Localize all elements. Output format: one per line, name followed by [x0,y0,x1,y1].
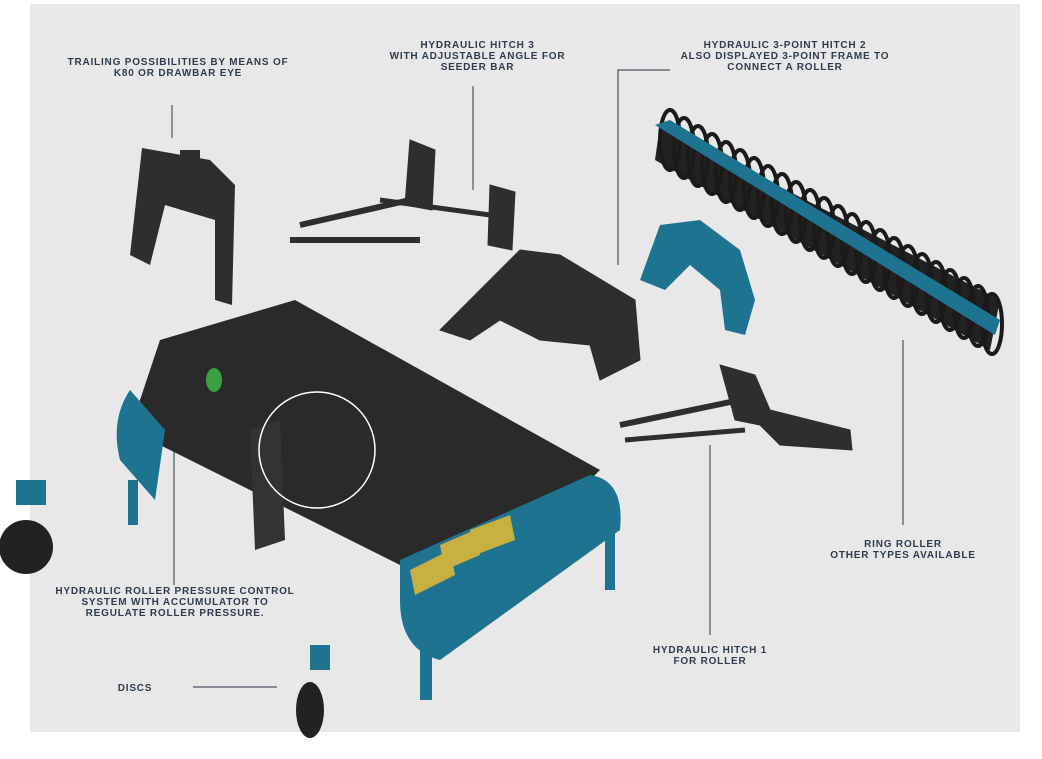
label-ring-roller: RING ROLLER OTHER TYPES AVAILABLE [820,539,986,561]
label-trailing: TRAILING POSSIBILITIES BY MEANS OF K80 O… [62,57,294,79]
ring-roller-part [655,108,1004,356]
label-hitch-1: HYDRAULIC HITCH 1 FOR ROLLER [640,645,780,667]
blue-hitch-part [640,220,755,335]
label-line: SYSTEM WITH ACCUMULATOR TO [81,597,269,608]
label-line: HYDRAULIC HITCH 3 [420,40,535,51]
hitch-3-part [290,139,516,251]
disc-part-left [0,480,53,574]
label-hitch-2: HYDRAULIC 3-POINT HITCH 2 ALSO DISPLAYED… [675,40,895,73]
label-line: K80 OR DRAWBAR EYE [113,68,243,79]
label-line: WITH ADJUSTABLE ANGLE FOR [389,51,566,62]
label-line: ALSO DISPLAYED 3-POINT FRAME TO [680,51,890,62]
disc-part-bottom [296,645,330,738]
main-machine-body [116,300,621,700]
label-discs: DISCS [110,683,160,694]
label-line: HYDRAULIC ROLLER PRESSURE CONTROL [55,586,295,597]
label-line: HYDRAULIC 3-POINT HITCH 2 [703,40,867,51]
leader-lines [171,69,904,688]
label-line: REGULATE ROLLER PRESSURE. [85,608,265,619]
drawbar-part [130,148,235,305]
hitch-1-part [619,364,853,451]
label-line: SEEDER BAR [440,62,515,73]
hitch-2-frame-part [439,249,641,381]
label-line: HYDRAULIC HITCH 1 [652,645,768,656]
label-line: FOR ROLLER [673,656,747,667]
label-line: CONNECT A ROLLER [727,62,843,73]
label-pressure-control: HYDRAULIC ROLLER PRESSURE CONTROL SYSTEM… [55,586,295,619]
label-line: TRAILING POSSIBILITIES BY MEANS OF [67,57,289,68]
label-line: OTHER TYPES AVAILABLE [830,550,976,561]
label-hitch-3: HYDRAULIC HITCH 3 WITH ADJUSTABLE ANGLE … [375,40,580,73]
label-line: RING ROLLER [864,539,942,550]
label-line: DISCS [117,683,153,694]
